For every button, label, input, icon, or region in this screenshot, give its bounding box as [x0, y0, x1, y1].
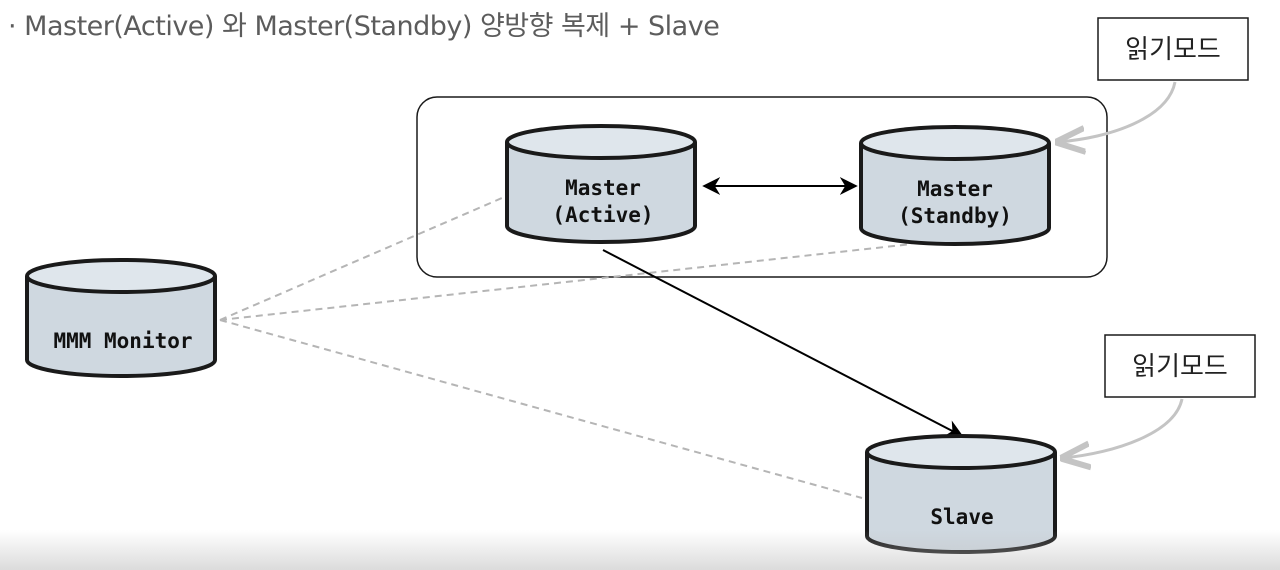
- standby-note-arrow: [1058, 81, 1177, 142]
- standby-read-mode-note: 읽기모드: [1058, 17, 1249, 142]
- bottom-fade: [0, 530, 1280, 570]
- master-active-label-line1: Master: [565, 176, 641, 200]
- master-standby-db: Master (Standby): [859, 125, 1051, 246]
- monitor-links: [219, 197, 913, 499]
- master-group-box: [416, 96, 1108, 278]
- slave-read-mode-text: 읽기모드: [1132, 352, 1228, 382]
- master-standby-label-line2: (Standby): [898, 204, 1012, 228]
- master-active-label-line2: (Active): [552, 203, 653, 227]
- active-to-slave-arrow: [602, 249, 964, 437]
- mmm-monitor-label: MMM Monitor: [53, 329, 192, 353]
- mmm-monitor-db: MMM Monitor: [25, 258, 217, 378]
- slave-read-mode-note: 읽기모드: [1063, 334, 1256, 458]
- master-active-db: Master (Active): [505, 124, 697, 244]
- standby-read-mode-text: 읽기모드: [1125, 35, 1221, 65]
- slide-title: · Master(Active) 와 Master(Standby) 양방향 복…: [8, 11, 720, 42]
- monitor-to-standby-link: [219, 243, 913, 321]
- master-standby-label-line1: Master: [917, 177, 993, 201]
- monitor-to-active-link: [219, 197, 503, 321]
- slave-label: Slave: [930, 505, 993, 529]
- slave-db: Slave: [865, 434, 1057, 554]
- monitor-to-slave-link: [219, 319, 863, 499]
- slave-note-arrow: [1063, 398, 1184, 458]
